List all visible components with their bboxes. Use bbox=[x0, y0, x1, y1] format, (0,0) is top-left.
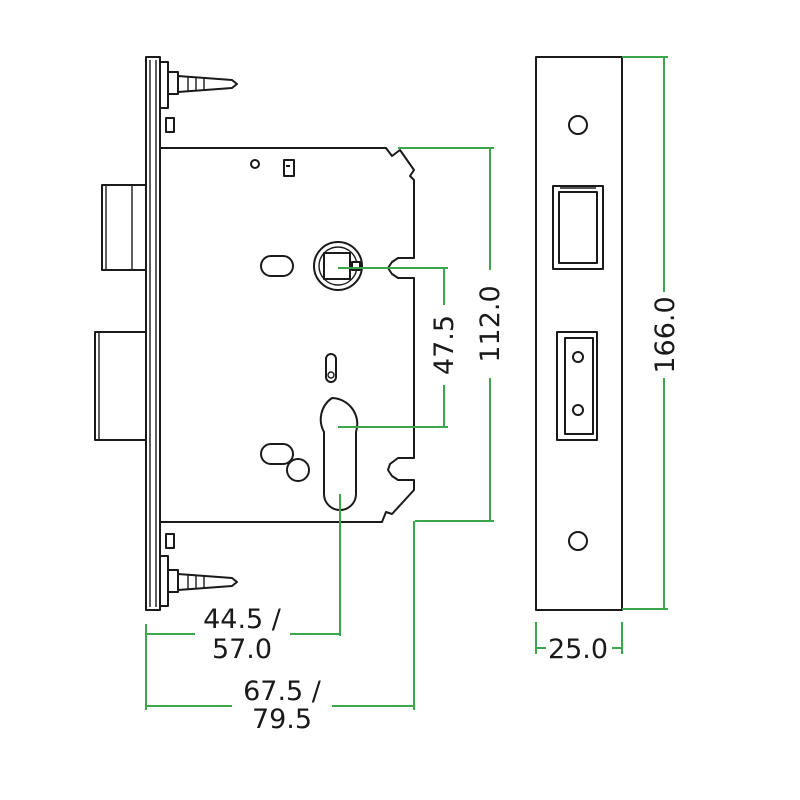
lock-side-view bbox=[94, 56, 415, 611]
small-slot-hole bbox=[327, 371, 335, 379]
dimension-lines-side bbox=[145, 147, 494, 710]
faceplate-height-label: 166.0 bbox=[650, 296, 681, 373]
forend-plate bbox=[145, 56, 161, 611]
backset-label-line1: 44.5 / bbox=[203, 604, 282, 635]
round-hole-lower bbox=[286, 458, 310, 482]
case-depth-label-line1: 67.5 / bbox=[243, 676, 322, 707]
oval-hole-upper bbox=[260, 255, 294, 277]
bottom-fixing-screw bbox=[159, 533, 238, 607]
case-small-clip bbox=[283, 159, 295, 177]
faceplate-width-label: 25.0 bbox=[548, 634, 608, 665]
case-rivet bbox=[250, 159, 260, 169]
dimension-lines-front bbox=[535, 56, 668, 654]
follower-hub bbox=[313, 241, 363, 291]
centres-label: 47.5 bbox=[429, 315, 460, 375]
oval-hole-lower bbox=[260, 443, 294, 465]
case-height-label: 112.0 bbox=[475, 285, 506, 362]
faceplate-screw-hole-top bbox=[568, 115, 588, 135]
faceplate-screw-hole-bottom bbox=[568, 531, 588, 551]
backset-label-line2: 57.0 bbox=[212, 634, 272, 665]
dead-bolt bbox=[94, 331, 147, 441]
euro-cylinder-cutout bbox=[319, 397, 359, 511]
dead-bolt-front bbox=[556, 331, 598, 441]
case-depth-label-line2: 79.5 bbox=[252, 704, 312, 735]
latch-bolt-front bbox=[552, 185, 604, 270]
latch-bolt bbox=[101, 183, 170, 271]
top-fixing-screw bbox=[159, 61, 238, 133]
faceplate-front-view bbox=[535, 56, 623, 611]
